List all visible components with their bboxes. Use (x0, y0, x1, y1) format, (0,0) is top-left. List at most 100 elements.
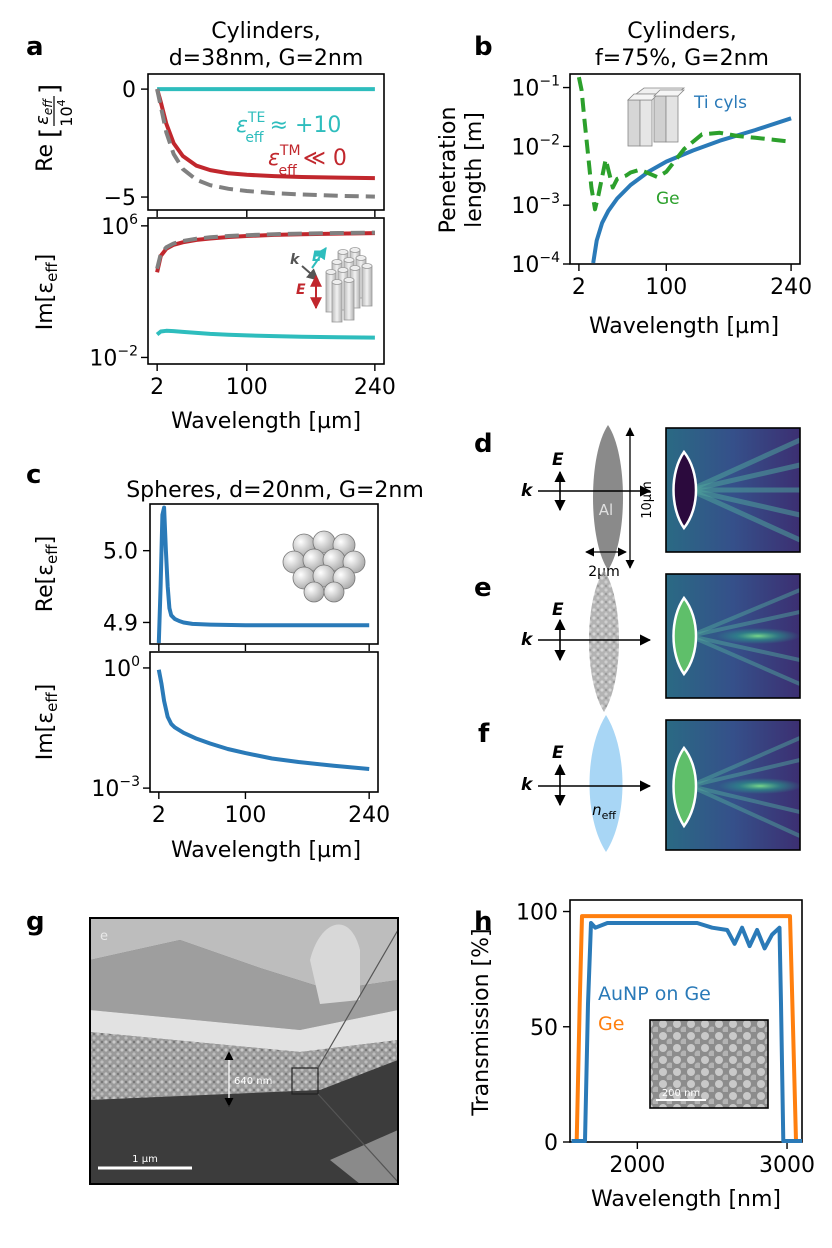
legend-ti-cyls: Ti cyls (693, 93, 747, 113)
panel-g: g 640 nm e 1 µm (26, 907, 399, 1185)
legend-ge-h: Ge (598, 1013, 624, 1035)
plot-frame-a-bottom (147, 217, 385, 365)
sem-image: 640 nm e 1 µm (90, 918, 399, 1184)
svg-text:Im[εeff]: Im[εeff] (33, 254, 61, 331)
ytick-label-h-2: 100 (516, 901, 558, 926)
series-line-b-1 (576, 76, 792, 212)
e-E-label: E (552, 600, 564, 620)
panel-f: f E k neff (478, 715, 801, 852)
xtick-label-b-0: 2 (572, 275, 586, 300)
series-line-a-bottom-2 (155, 328, 375, 340)
panel-b-xlabel: Wavelength [µm] (589, 314, 779, 339)
al-lens-label: Al (599, 501, 613, 519)
plot-area-a-top: 0−5 (104, 78, 376, 217)
neff-label: neff (592, 801, 616, 822)
panel-a-title-2: d=38nm, G=2nm (169, 46, 364, 71)
panel-c-xlabel: Wavelength [µm] (171, 838, 361, 863)
ytick-label-c-bottom-0: 100 (103, 654, 140, 682)
series-line-a-top-1 (155, 88, 375, 181)
bracket-open: [ (35, 128, 65, 138)
inset-E-red: E (296, 282, 306, 298)
bracket-close: ] (35, 84, 65, 94)
xtick-label-c-bottom-2: 240 (348, 803, 390, 828)
xtick-label-a-bottom-0: 2 (150, 375, 164, 400)
ytick-label-a-bottom-1: 10−2 (89, 343, 138, 371)
height-label: 10µm (640, 481, 655, 518)
block-stack-inset (627, 87, 686, 147)
svg-text:length [m]: length [m] (462, 112, 487, 228)
xtick-label-h-0: 2000 (609, 1153, 665, 1178)
ylabel-re: Re (33, 144, 58, 172)
sphere-cluster-inset (282, 530, 366, 603)
panel-h-xlabel: Wavelength [nm] (591, 1187, 781, 1212)
svg-text:Re[εeff]: Re[εeff] (33, 536, 61, 612)
panel-a-ylabel-bottom: Im[εeff] (33, 254, 61, 331)
field-map-e (666, 574, 800, 698)
f-E-label: E (552, 743, 564, 763)
plot-area-b: 2 100 240 10−1 10−2 10−3 10−4 (511, 74, 812, 300)
series-line-c-bottom-0 (156, 669, 370, 771)
panel-h-ylabel: Transmission [%] (469, 928, 494, 1116)
ytick-label-a-top-0: 0 (122, 78, 136, 103)
inset-k-label: k (290, 252, 301, 268)
plot-area-c-top: 5.04.9 (103, 505, 370, 651)
ytick-label-b-1: 10−2 (511, 132, 560, 160)
svg-text:Im[εeff]: Im[εeff] (33, 684, 61, 761)
neff-lens (589, 715, 623, 852)
thickness-label: 640 nm (234, 1076, 272, 1087)
d-k-label: k (521, 481, 534, 501)
ytick-label-c-top-0: 5.0 (103, 540, 138, 565)
panel-c-title: Spheres, d=20nm, G=2nm (126, 478, 424, 503)
ytick-label-b-3: 10−4 (511, 250, 560, 278)
panel-a-ylabel-top: Re [ εeff 104 ] (32, 84, 76, 172)
ytick-label-b-0: 10−1 (511, 74, 560, 102)
ytick-label-h-1: 50 (530, 1016, 558, 1041)
frac-den: 104 (55, 99, 76, 126)
panel-e: e E k (474, 570, 801, 712)
ytick-label-b-2: 10−3 (511, 191, 560, 219)
panel-letter-e: e (474, 573, 492, 603)
plot-frame-h (569, 899, 803, 1143)
panel-c-ylabel-top: Re[εeff] (33, 536, 61, 612)
frac-num: εeff (32, 98, 55, 125)
series-line-a-top-2 (155, 88, 375, 199)
panel-a-xlabel: Wavelength [µm] (171, 409, 361, 434)
ytick-label-c-bottom-1: 10−3 (91, 774, 140, 802)
h-inset-sem: 200 nm (649, 1019, 769, 1109)
series-line-h-1 (571, 921, 802, 1143)
cylinder-array-inset: k E E (290, 247, 373, 323)
series-line-h-0 (571, 914, 802, 1143)
sem-corner-label: e (100, 929, 108, 944)
series-line-a-bottom-1 (155, 230, 375, 270)
panel-b-ylabel: Penetration length [m] (436, 107, 487, 234)
xtick-label-c-bottom-0: 2 (152, 803, 166, 828)
ytick-label-h-0: 0 (544, 1131, 558, 1156)
panel-letter-b: b (474, 32, 493, 62)
xtick-label-b-2: 240 (770, 275, 812, 300)
panel-letter-a: a (26, 32, 44, 62)
scalebar-label: 1 µm (132, 1154, 158, 1165)
legend-ge: Ge (656, 189, 680, 209)
panel-a-title-1: Cylinders, (211, 19, 321, 44)
ytick-label-a-bottom-0: 106 (101, 212, 138, 240)
panel-d: d E k Al 10µm 2µm (474, 425, 801, 580)
plot-frame-c-top (149, 503, 379, 645)
e-k-label: k (521, 630, 534, 650)
d-E-label: E (552, 450, 564, 470)
xtick-label-b-1: 100 (645, 275, 687, 300)
panel-b-title-1: Cylinders, (627, 19, 737, 44)
panel-letter-h: h (474, 907, 493, 937)
panel-c-ylabel-bottom: Im[εeff] (33, 684, 61, 761)
field-map-f (666, 720, 800, 850)
plot-frame-a-top (147, 73, 385, 211)
xtick-label-a-bottom-1: 100 (226, 375, 268, 400)
panel-letter-d: d (474, 429, 493, 459)
